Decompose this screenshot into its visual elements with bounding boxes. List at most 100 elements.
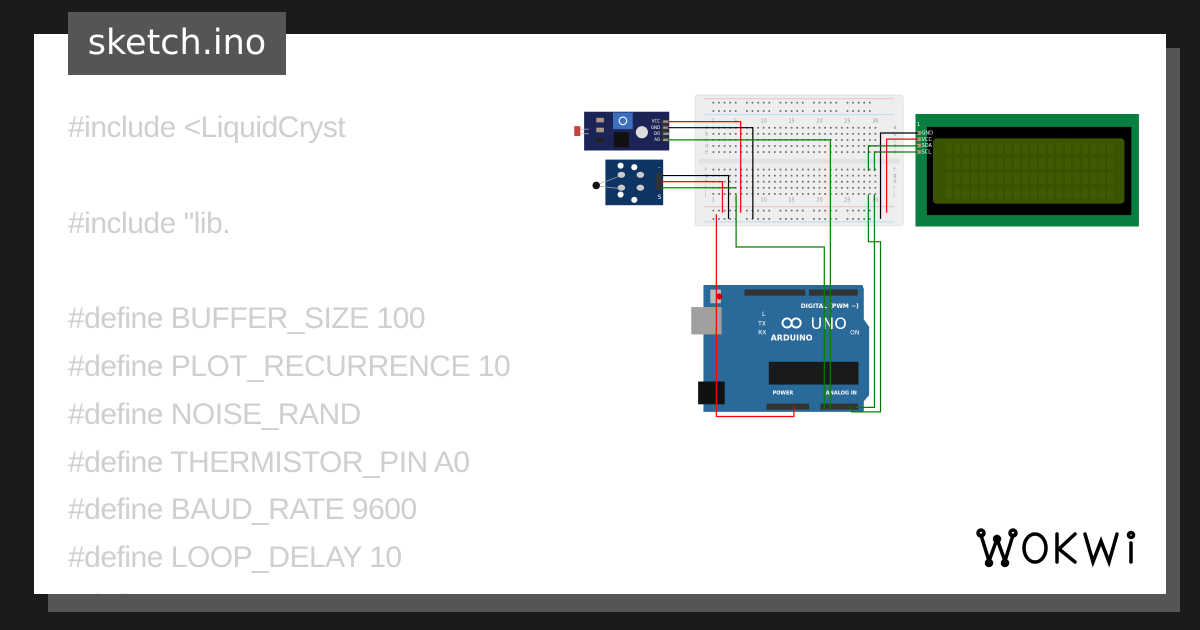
lcd-character-cell xyxy=(944,171,953,185)
lcd-character-cell xyxy=(1038,186,1047,200)
breadboard-hole xyxy=(740,174,743,177)
breadboard-hole xyxy=(863,145,866,147)
rail-hole xyxy=(723,218,726,220)
breadboard-hole xyxy=(835,180,838,183)
code-line: #define LCD_ADDRESS 0x27 xyxy=(68,582,510,594)
breadboard-hole xyxy=(801,133,804,135)
breadboard-hole xyxy=(852,174,854,177)
wire-5v xyxy=(715,214,795,418)
rail-hole xyxy=(813,209,815,212)
rail-hole xyxy=(762,101,765,104)
column-number: 15 xyxy=(788,118,794,124)
breadboard-hole xyxy=(868,186,871,189)
code-line: #include "lib. xyxy=(68,206,231,240)
breadboard-hole xyxy=(824,193,826,195)
breadboard-hole xyxy=(863,186,866,189)
lcd-character-cell xyxy=(1089,186,1098,200)
breadboard-hole xyxy=(774,180,776,183)
rail-hole xyxy=(801,209,804,212)
breadboard-hole xyxy=(785,174,787,177)
rail-hole xyxy=(723,101,726,104)
breadboard-hole xyxy=(740,145,743,147)
breadboard-hole xyxy=(835,151,838,153)
breadboard-hole xyxy=(762,151,765,153)
rail-hole xyxy=(818,101,821,104)
wire-lcd-scl-arduino xyxy=(856,194,876,408)
breadboard-hole xyxy=(857,168,860,171)
breadboard-hole xyxy=(868,133,871,135)
rail-hole xyxy=(829,110,832,112)
breadboard-hole xyxy=(774,151,776,153)
breadboard-hole xyxy=(813,133,815,135)
rail-hole xyxy=(796,209,799,212)
rail-hole xyxy=(785,101,787,104)
breadboard-hole xyxy=(813,193,815,195)
breadboard-hole xyxy=(857,139,860,141)
lcd-character-cell xyxy=(978,156,987,171)
wire-lcd-sda xyxy=(867,145,919,172)
lcd-character-cell xyxy=(987,171,996,185)
rail-hole xyxy=(734,101,737,104)
wire-ntc-signal-arduino xyxy=(735,194,825,409)
rail-hole xyxy=(723,209,726,212)
breadboard-hole xyxy=(718,133,720,135)
breadboard-hole xyxy=(824,168,826,171)
rail-hole xyxy=(712,101,715,104)
breadboard-hole xyxy=(818,174,821,177)
rail-hole xyxy=(829,101,832,104)
row-letter: d xyxy=(705,143,708,149)
breadboard-hole xyxy=(779,133,782,135)
wire-lcd-vcc xyxy=(885,138,919,213)
lcd-character-cell xyxy=(1004,141,1013,156)
breadboard-hole xyxy=(801,180,804,183)
breadboard-hole xyxy=(841,139,843,141)
breadboard-hole xyxy=(846,139,849,141)
breadboard-hole xyxy=(718,151,720,153)
breadboard-hole xyxy=(868,168,871,171)
lcd-character-cell xyxy=(1098,186,1106,200)
breadboard-hole xyxy=(734,133,737,135)
rail-hole xyxy=(746,209,748,212)
thermistor xyxy=(592,181,601,190)
breadboard-hole xyxy=(757,151,759,153)
ldr-pin-label: GND xyxy=(651,125,660,130)
rail-hole xyxy=(868,101,871,104)
breadboard-hole xyxy=(857,145,860,147)
lcd-character-cell xyxy=(944,156,953,171)
breadboard-hole xyxy=(846,145,849,147)
rail-hole xyxy=(801,101,804,104)
lcd-character-cell xyxy=(1021,171,1030,185)
lcd-character-cell xyxy=(970,156,979,171)
lcd-character-cell xyxy=(1038,171,1047,185)
breadboard-hole xyxy=(762,174,765,177)
breadboard-hole xyxy=(841,133,843,135)
rail-hole xyxy=(751,101,754,104)
breadboard-hole xyxy=(852,139,854,141)
lcd-character-cell xyxy=(1004,171,1013,185)
breadboard-hole xyxy=(863,193,866,195)
breadboard-hole xyxy=(846,126,849,129)
ldr-pin xyxy=(663,132,670,135)
breadboard-hole xyxy=(746,168,748,171)
breadboard-hole xyxy=(779,180,782,183)
breadboard-hole xyxy=(846,193,849,195)
breadboard-hole xyxy=(835,139,838,141)
thermistor-pin-label: S xyxy=(657,194,661,201)
lcd-character-cell xyxy=(953,186,962,200)
column-number: 1 xyxy=(712,197,715,203)
breadboard-hole xyxy=(818,180,821,183)
breadboard-hole xyxy=(768,186,771,189)
lcd-character-cell xyxy=(1004,186,1013,200)
lcd-character-cell xyxy=(987,141,996,156)
lcd-character-cell xyxy=(953,141,962,156)
breadboard-hole xyxy=(796,145,799,147)
rail-hole xyxy=(824,218,826,220)
breadboard-hole xyxy=(723,168,726,171)
rail-hole xyxy=(762,218,765,220)
lcd-character-cell xyxy=(961,186,970,200)
breadboard-hole xyxy=(829,133,832,135)
rail-hole xyxy=(813,218,815,220)
lcd-character-cell xyxy=(1089,156,1098,171)
breadboard-hole xyxy=(785,168,787,171)
breadboard-hole xyxy=(807,174,810,177)
